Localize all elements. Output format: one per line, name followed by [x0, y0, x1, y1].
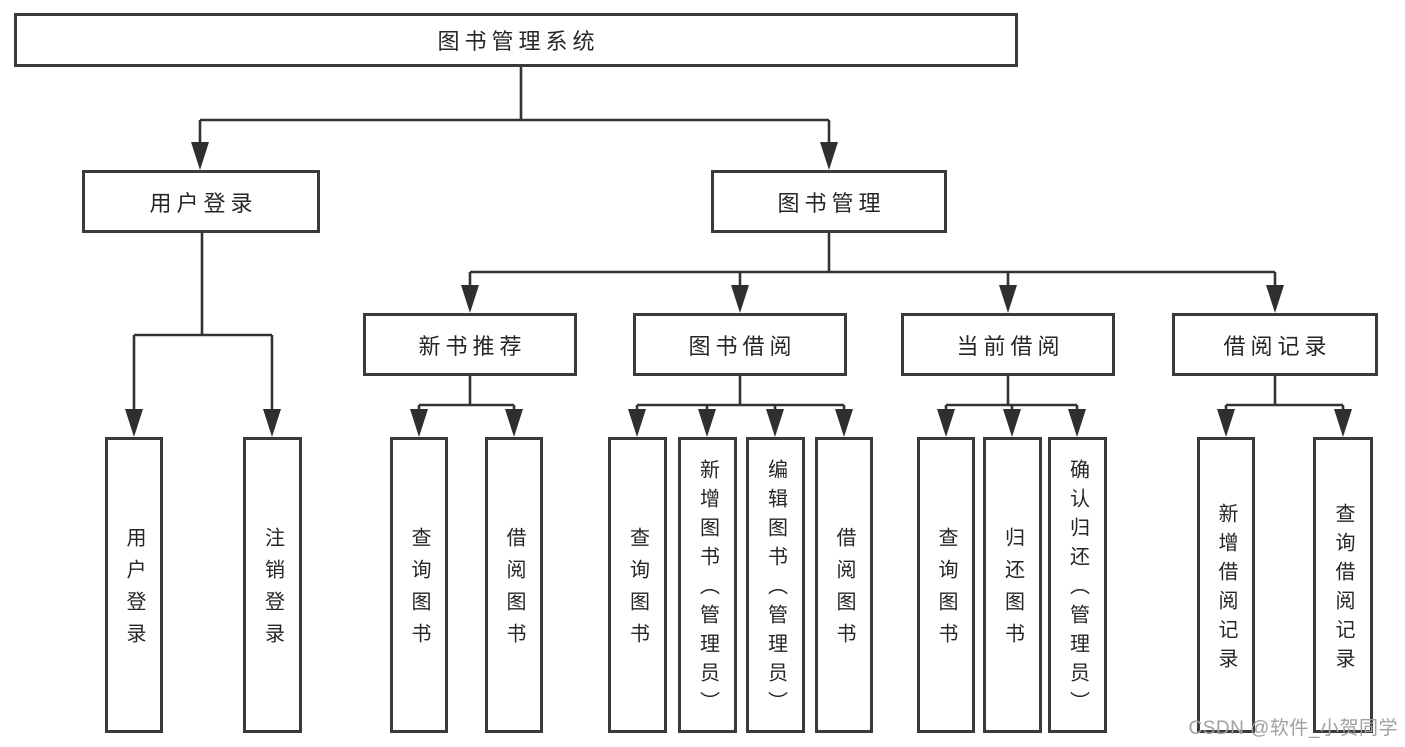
- leaf-borrow-borrow-books: 借阅图书: [815, 437, 873, 733]
- leaf-edit-books-admin: 编辑图书（管理员）: [746, 437, 805, 733]
- connector-book-management: [468, 233, 1277, 287]
- leaf-recommend-borrow-books: 借阅图书: [485, 437, 543, 733]
- connector-new-book-recommend: [417, 376, 516, 411]
- leaf-current-query-books: 查询图书: [917, 437, 975, 733]
- leaf-query-borrow-record: 查询借阅记录: [1313, 437, 1373, 733]
- leaf-logout: 注销登录: [243, 437, 302, 733]
- leaf-recommend-query-books: 查询图书: [390, 437, 448, 733]
- node-book-borrow: 图书借阅: [633, 313, 847, 376]
- connector-current-borrow: [944, 376, 1079, 411]
- connector-borrow-records: [1224, 376, 1345, 411]
- node-current-borrow: 当前借阅: [901, 313, 1115, 376]
- leaf-confirm-return-admin: 确认归还（管理员）: [1048, 437, 1107, 733]
- leaf-user-login: 用户登录: [105, 437, 163, 733]
- arrowheads: [125, 142, 1352, 437]
- node-borrow-records: 借阅记录: [1172, 313, 1378, 376]
- node-user-login: 用户登录: [82, 170, 320, 233]
- leaf-add-borrow-record: 新增借阅记录: [1197, 437, 1255, 733]
- connector-user-login: [132, 233, 274, 411]
- connector-book-borrow: [635, 376, 846, 411]
- leaf-borrow-query-books: 查询图书: [608, 437, 667, 733]
- leaf-add-books-admin: 新增图书（管理员）: [678, 437, 737, 733]
- root-node-library-system: 图书管理系统: [14, 13, 1018, 67]
- node-book-management: 图书管理: [711, 170, 947, 233]
- connector-root: [198, 67, 831, 144]
- leaf-return-books: 归还图书: [983, 437, 1042, 733]
- node-new-book-recommend: 新书推荐: [363, 313, 577, 376]
- csdn-watermark: CSDN @软件_小贺同学: [1188, 718, 1398, 739]
